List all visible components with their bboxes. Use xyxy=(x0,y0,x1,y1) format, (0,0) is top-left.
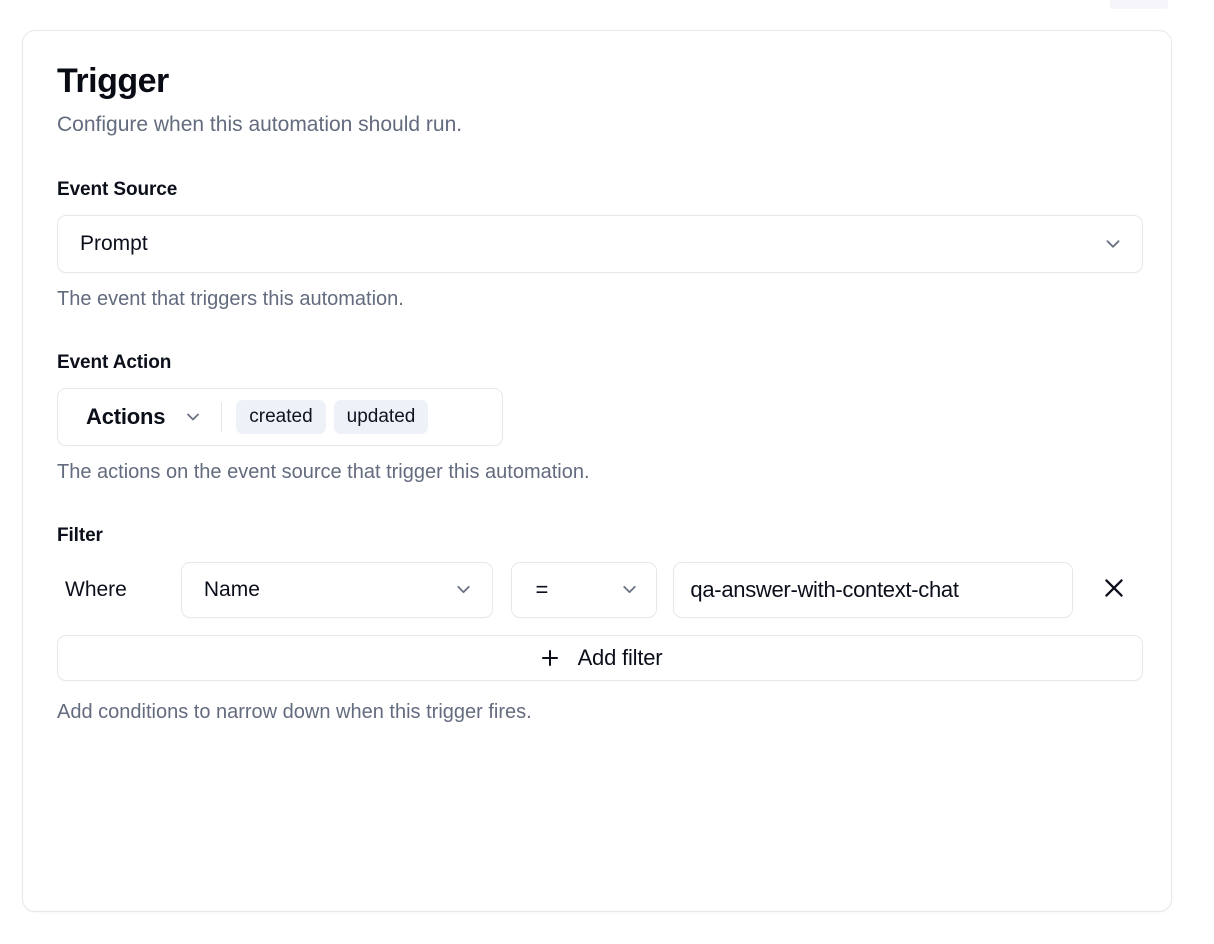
filter-label: Filter xyxy=(57,524,103,546)
event-source-help: The event that triggers this automation. xyxy=(57,287,404,310)
filter-field-select[interactable]: Name xyxy=(180,561,493,618)
event-action-label: Event Action xyxy=(57,351,172,373)
filter-help: Add conditions to narrow down when this … xyxy=(57,700,532,723)
page-title: Trigger xyxy=(57,62,169,100)
chevron-down-icon xyxy=(619,579,640,600)
event-action-chip[interactable]: created xyxy=(236,399,326,434)
filter-row: Where Name = xyxy=(57,561,1137,619)
event-source-value: Prompt xyxy=(80,231,148,255)
top-edge-artifact xyxy=(1110,0,1168,9)
event-action-dropdown-trigger[interactable]: Actions xyxy=(86,404,219,430)
plus-icon xyxy=(538,646,562,670)
event-action-help: The actions on the event source that tri… xyxy=(57,460,590,483)
chevron-down-icon xyxy=(1102,233,1124,255)
event-action-field: Event Action Actions created updated The xyxy=(57,352,1137,485)
filter-field-value: Name xyxy=(203,577,260,601)
event-action-chip[interactable]: updated xyxy=(333,399,429,434)
page-subtitle: Configure when this automation should ru… xyxy=(57,113,463,137)
remove-filter-button[interactable] xyxy=(1091,567,1137,613)
chevron-down-icon xyxy=(183,407,203,427)
event-action-combo[interactable]: Actions created updated xyxy=(57,387,503,446)
chevron-down-icon xyxy=(453,579,474,600)
add-filter-label: Add filter xyxy=(577,644,663,670)
close-icon xyxy=(1101,575,1127,604)
event-source-field: Event Source Prompt The event that trigg… xyxy=(57,178,1143,312)
event-action-chip-list: created updated xyxy=(236,399,429,434)
filter-operator-select[interactable]: = xyxy=(510,561,658,618)
filter-field: Filter Where Name = xyxy=(57,524,1143,724)
event-source-select[interactable]: Prompt xyxy=(57,214,1143,273)
filter-operator-value: = xyxy=(535,576,549,602)
combo-divider xyxy=(221,401,223,432)
filter-value-text: qa-answer-with-context-chat xyxy=(690,576,959,602)
event-source-label: Event Source xyxy=(57,178,178,200)
trigger-card: Trigger Configure when this automation s… xyxy=(22,30,1172,912)
where-label: Where xyxy=(65,577,127,601)
add-filter-button[interactable]: Add filter xyxy=(57,634,1143,681)
event-action-trigger-label: Actions xyxy=(86,403,166,429)
filter-value-input[interactable]: qa-answer-with-context-chat xyxy=(673,561,1073,618)
